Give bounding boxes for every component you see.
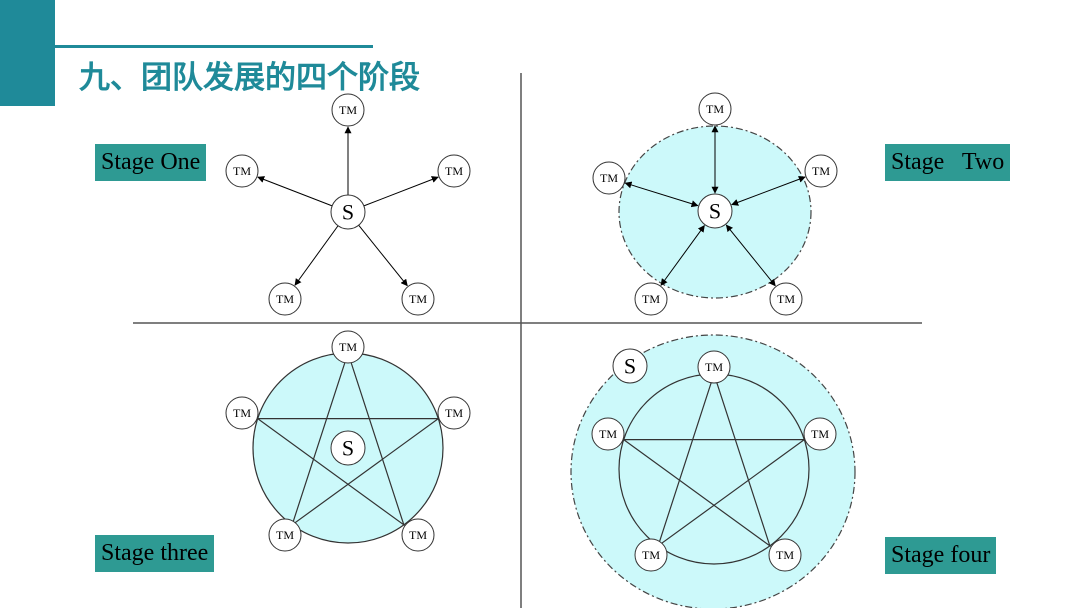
- stage-one-arrow: [363, 176, 439, 207]
- stage-three-member-node: TM: [225, 396, 259, 430]
- stage-one-label: Stage One: [95, 144, 207, 181]
- stage-two-arrow: [731, 175, 806, 206]
- stage-one-arrow: [257, 176, 333, 207]
- svg-text:TM: TM: [445, 406, 463, 420]
- stage-one-arrow: [358, 224, 408, 287]
- svg-text:TM: TM: [339, 103, 357, 117]
- stage-three-member-node: TM: [401, 518, 435, 552]
- svg-text:TM: TM: [812, 164, 830, 178]
- stage-two-leader-node: S: [697, 193, 733, 229]
- svg-text:TM: TM: [276, 292, 294, 306]
- page-title: 九、团队发展的四个阶段: [79, 60, 420, 96]
- stage-three-member-node: TM: [268, 518, 302, 552]
- stage-three-member-node: TM: [331, 330, 365, 364]
- svg-text:TM: TM: [599, 427, 617, 441]
- stage-two-member-node: TM: [592, 161, 626, 195]
- stage-two-label: Stage Two: [885, 144, 1011, 181]
- stage-three-label: Stage three: [95, 535, 215, 572]
- stage-four-member-node: TM: [634, 538, 668, 572]
- svg-text:TM: TM: [811, 427, 829, 441]
- svg-text:TM: TM: [642, 292, 660, 306]
- svg-text:TM: TM: [409, 528, 427, 542]
- stage-four-member-node: TM: [697, 350, 731, 384]
- stage-four-label: Stage four: [885, 537, 997, 574]
- stage-two-member-node: TM: [698, 92, 732, 126]
- stage-four-member-node: TM: [768, 538, 802, 572]
- svg-text:TM: TM: [409, 292, 427, 306]
- stage-two-arrow: [660, 224, 705, 286]
- stage-three-member-node: TM: [437, 396, 471, 430]
- svg-text:S: S: [624, 354, 636, 379]
- svg-text:S: S: [342, 200, 354, 225]
- stage-one-leader-node: S: [330, 194, 366, 230]
- stage-one-member-node: TM: [437, 154, 471, 188]
- svg-text:TM: TM: [600, 171, 618, 185]
- stage-two-member-node: TM: [769, 282, 803, 316]
- corner-accent-block: [0, 0, 55, 106]
- svg-text:TM: TM: [642, 548, 660, 562]
- stage-three-leader-node: S: [330, 430, 366, 466]
- stage-two-arrow: [725, 224, 776, 287]
- stage-one-member-node: TM: [268, 282, 302, 316]
- svg-text:TM: TM: [776, 548, 794, 562]
- stage-two-arrow: [624, 181, 699, 208]
- title-underline: [55, 45, 373, 48]
- svg-text:TM: TM: [445, 164, 463, 178]
- svg-text:TM: TM: [777, 292, 795, 306]
- svg-text:TM: TM: [706, 102, 724, 116]
- svg-text:TM: TM: [233, 406, 251, 420]
- stage-three-star: [255, 352, 441, 527]
- svg-text:TM: TM: [233, 164, 251, 178]
- stage-four-star: [621, 373, 807, 548]
- svg-text:S: S: [709, 199, 721, 224]
- stage-one-arrow: [294, 225, 339, 286]
- svg-text:TM: TM: [705, 360, 723, 374]
- stage-four-leader-node: S: [612, 348, 648, 384]
- stage-four-member-node: TM: [591, 417, 625, 451]
- stage-one-member-node: TM: [401, 282, 435, 316]
- svg-text:TM: TM: [276, 528, 294, 542]
- svg-text:TM: TM: [339, 340, 357, 354]
- stage-four-member-node: TM: [803, 417, 837, 451]
- stage-two-member-node: TM: [634, 282, 668, 316]
- stage-one-member-node: TM: [331, 93, 365, 127]
- stage-one-member-node: TM: [225, 154, 259, 188]
- svg-text:S: S: [342, 436, 354, 461]
- stage-two-member-node: TM: [804, 154, 838, 188]
